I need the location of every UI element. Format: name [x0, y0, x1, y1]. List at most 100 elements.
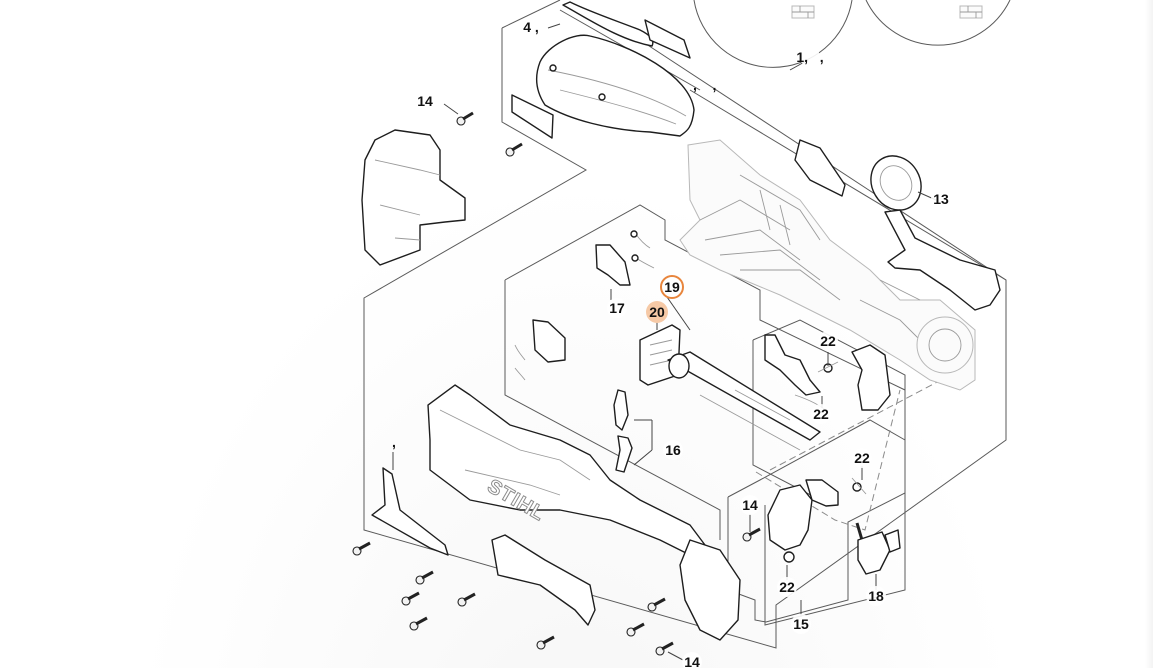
callout-14[interactable]: 14: [682, 652, 702, 668]
frame-inner-handle: [504, 204, 906, 626]
callout-number: 13: [933, 191, 949, 207]
callout-highlight-marker: [646, 301, 668, 323]
callout-number: 14: [742, 497, 758, 513]
callout-number: 17: [609, 300, 625, 316]
screw-icon[interactable]: [647, 597, 666, 612]
callout-number: 14: [684, 654, 700, 668]
detail-circle-right: [865, 0, 1011, 46]
callout-15[interactable]: 15: [791, 614, 811, 634]
callout-number: 19: [664, 279, 680, 295]
callout-22[interactable]: 22: [818, 331, 838, 351]
part-handle-cap[interactable]: [679, 539, 741, 641]
detail-circle-left: [693, 0, 853, 68]
part-spring-22-lower[interactable]: [783, 551, 795, 563]
callout-background: [818, 331, 838, 351]
part-main-housing[interactable]: [679, 139, 976, 391]
callout-number: 22: [854, 450, 870, 466]
dash-handle-axis: [769, 369, 961, 471]
callout-suffix: ,: [392, 434, 396, 450]
part-top-cover[interactable]: [536, 34, 695, 137]
callout-22[interactable]: 22: [811, 404, 831, 424]
part-spring-small[interactable]: [817, 361, 839, 373]
part-grip-insert[interactable]: [491, 534, 596, 626]
screw-icon[interactable]: [505, 142, 523, 157]
callout-background: [811, 404, 831, 424]
screw-icon[interactable]: [415, 570, 434, 585]
callout-background: [663, 440, 683, 460]
part-thumb-button[interactable]: [805, 479, 839, 507]
part-label-plate-left[interactable]: [511, 94, 554, 139]
callout-number: , ,: [693, 77, 716, 93]
part-clips-16[interactable]: [613, 389, 633, 473]
callout-background: [791, 614, 811, 634]
callout-suffix: , ,: [693, 77, 716, 93]
callout-14[interactable]: 14: [740, 495, 760, 515]
frame-inner-handle-left: [504, 280, 721, 540]
part-handle-housing-left[interactable]: STIHL: [427, 384, 706, 561]
callout-number: 4 ,: [523, 19, 539, 35]
callout-number: 22: [820, 333, 836, 349]
screw-icon[interactable]: [401, 591, 420, 606]
part-shaft-tube[interactable]: [667, 351, 821, 451]
part-spring-22[interactable]: [851, 477, 867, 495]
brick-icon: [959, 5, 983, 19]
callout-background: [866, 586, 886, 606]
callout-4[interactable]: 4 ,: [521, 17, 541, 37]
part-gasket-ring[interactable]: [861, 147, 931, 219]
screw-icon[interactable]: [655, 641, 674, 656]
part-trigger-bracket[interactable]: [851, 344, 891, 411]
screws: [352, 111, 761, 656]
callout-22[interactable]: 22: [852, 448, 872, 468]
callout-22[interactable]: 22: [777, 577, 797, 597]
screw-icon[interactable]: [456, 111, 474, 126]
screw-icon[interactable]: [457, 592, 476, 607]
callout-14[interactable]: 14: [415, 91, 435, 111]
callout-background: [777, 577, 797, 597]
callout-comma[interactable]: , ,: [693, 77, 716, 93]
callout-suffix: , ,: [804, 49, 823, 65]
callout-18[interactable]: 18: [866, 586, 886, 606]
callout-19[interactable]: 19: [660, 275, 684, 299]
part-trigger-lever[interactable]: [764, 334, 829, 413]
part-side-rail[interactable]: [884, 209, 1001, 311]
screw-icon[interactable]: [536, 635, 555, 650]
part-battery-shroud[interactable]: [361, 129, 466, 266]
callout-20[interactable]: 20: [646, 301, 668, 323]
assembly-frames: [363, 0, 1007, 649]
callout-13[interactable]: 13: [931, 189, 951, 209]
detail-insets: [693, 0, 1011, 68]
callout-background: [931, 189, 951, 209]
frame-trigger-group: [752, 319, 906, 480]
part-side-fin[interactable]: [371, 467, 449, 556]
callout-number: 14: [417, 93, 433, 109]
frame-main-housing: [501, 0, 561, 29]
screw-icon[interactable]: [626, 622, 645, 637]
callout-17[interactable]: 17: [607, 298, 627, 318]
frame-switch-group: [727, 419, 906, 623]
callout-number: 1, ,: [796, 49, 823, 65]
callout-number: 16: [665, 442, 681, 458]
callout-suffix: ,: [531, 19, 539, 35]
callout-background: [852, 448, 872, 468]
brick-icon: [791, 5, 815, 19]
callout-number: 20: [649, 304, 665, 320]
part-latch-17[interactable]: [595, 230, 655, 286]
part-label-plate-top[interactable]: [644, 19, 691, 59]
part-microswitch-18[interactable]: [855, 522, 901, 575]
callout-background: [607, 298, 627, 318]
screw-icon[interactable]: [409, 616, 428, 631]
part-seal-plate[interactable]: [794, 139, 846, 197]
callout-number: ,: [392, 434, 396, 450]
callout-16[interactable]: 16: [663, 440, 683, 460]
callout-background: [415, 91, 435, 111]
screw-icon[interactable]: [742, 527, 761, 542]
callout-comma[interactable]: ,: [392, 434, 396, 450]
callout-1[interactable]: 1, ,: [796, 47, 824, 67]
part-switch-cover[interactable]: [767, 484, 813, 551]
screw-icon[interactable]: [352, 541, 371, 556]
page-edge-shadow: [1145, 0, 1153, 668]
callout-background: [521, 17, 541, 37]
part-latch-left[interactable]: [514, 319, 566, 381]
